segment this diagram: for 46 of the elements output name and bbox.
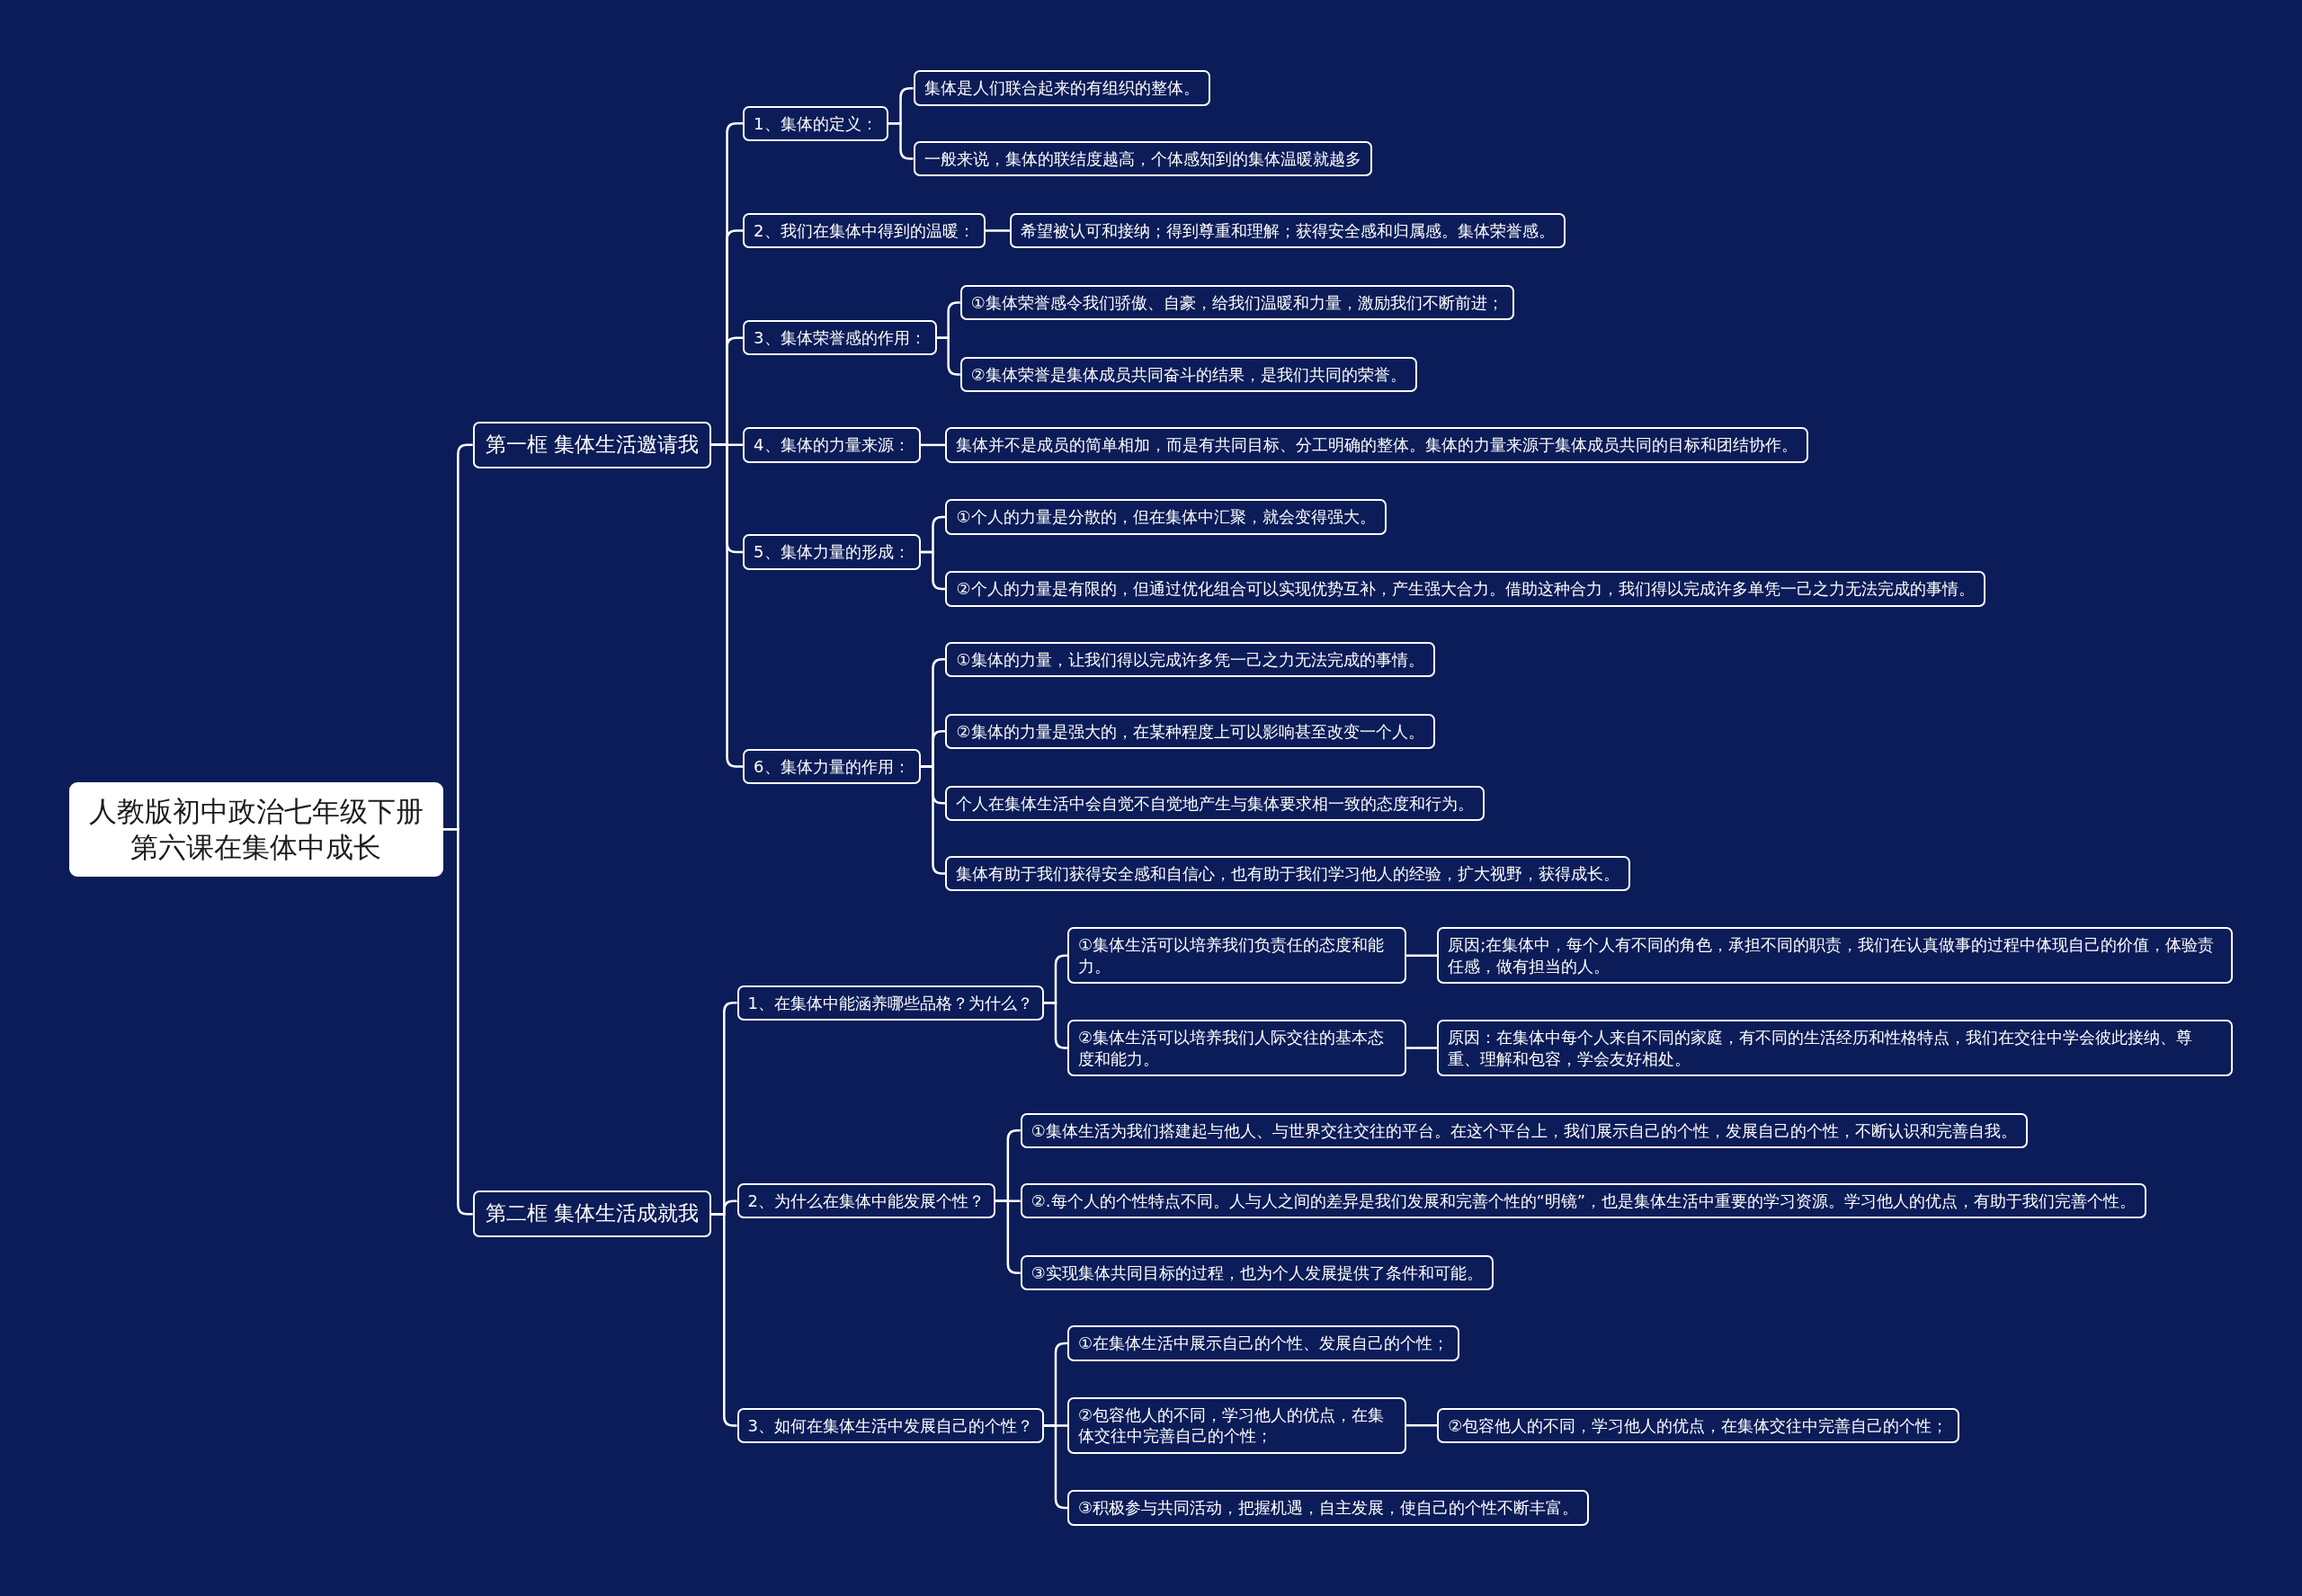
central-topic-box: 人教版初中政治七年级下册第六课在集体中成长 [68,781,444,877]
content-box: 原因;在集体中，每个人有不同的角色，承担不同的职责，我们在认真做事的过程中体现自己的价值，体验责任感，做有担当的人。 [1437,927,2234,985]
connector-line [443,828,473,1216]
connector-line [920,550,946,591]
content-box: ②.每个人的个性特点不同。人与人之间的差异是我们发展和完善个性的“明镜”，也是集体生活中重要的学习资源。学习他人的优点，有助于我们完善个性。 [1020,1183,2147,1219]
connector-line [1406,1047,1438,1049]
content-box: 个人在集体生活中会自觉不自觉地产生与集体要求相一致的态度和行为。 [945,785,1486,821]
content-box: ①集体生活为我们搭建起与他人、与世界交往交往的平台。在这个平台上，我们展示自己的个性，发展自己的个性，不断认识和完善自我。 [1020,1112,2028,1149]
content-box: 希望被认可和接纳；得到尊重和理解；获得安全感和归属感。集体荣誉感。 [1010,212,1566,249]
content-box: ①个人的力量是分散的，但在集体中汇聚，就会变得强大。 [945,499,1387,535]
connector-line [1406,954,1438,957]
content-box: ③积极参与共同活动，把握机遇，自主发展，使自己的个性不断丰富。 [1066,1490,1590,1526]
content-box: ②集体的力量是强大的，在某种程度上可以影响甚至改变一个人。 [945,713,1435,749]
question-box: 5、集体力量的形成： [743,534,921,570]
connector-line [1044,1002,1067,1049]
connector-line [1406,1423,1438,1427]
content-box: ①集体的力量，让我们得以完成许多凭一己之力无法完成的事情。 [945,641,1435,677]
section-box: 第一框 集体生活邀请我 [472,421,711,468]
content-box: ②集体荣誉是集体成员共同奋斗的结果，是我们共同的荣誉。 [959,356,1417,393]
content-box: 一般来说，集体的联结度越高，个体感知到的集体温暖就越多 [913,140,1372,177]
content-box: ①集体荣誉感令我们骄傲、自豪，给我们温暖和力量，激励我们不断前进； [959,284,1514,321]
content-box: ②包容他人的不同，学习他人的优点，在集体交往中完善自己的个性； [1437,1407,1959,1444]
content-box: 集体有助于我们获得安全感和自信心，也有助于我们学习他人的经验，扩大视野，获得成长。 [945,855,1631,892]
content-box: ③实现集体共同目标的过程，也为个人发展提供了条件和可能。 [1020,1255,1494,1291]
section-box: 第二框 集体生活成就我 [472,1190,711,1238]
content-box: ①在集体生活中展示自己的个性、发展自己的个性； [1066,1325,1460,1361]
content-box: 集体是人们联合起来的有组织的整体。 [913,70,1210,106]
question-box: 1、在集体中能涵养哪些品格？为什么？ [736,985,1045,1021]
question-box: 6、集体力量的作用： [743,748,921,785]
connector-line [920,443,946,447]
content-box: 集体并不是成员的简单相加，而是有共同目标、分工明确的整体。集体的力量来源于集体成员共同的目标和团结协作。 [945,427,1809,463]
question-box: 4、集体的力量来源： [743,427,921,463]
question-box: 2、我们在集体中得到的温暖： [743,212,986,249]
question-box: 1、集体的定义： [743,105,888,142]
connector-line [711,443,744,768]
content-box: ②个人的力量是有限的，但通过优化组合可以实现优势互补，产生强大合力。借助这种合力，我们得以完成许多单凭一己之力无法完成的事情。 [945,571,1985,607]
connector-line [936,336,960,376]
question-box: 3、如何在集体生活中发展自己的个性？ [736,1407,1045,1444]
connector-line [888,122,914,160]
content-box: ②集体生活可以培养我们人际交往的基本态度和能力。 [1066,1020,1407,1076]
connector-line [985,229,1011,232]
question-box: 2、为什么在集体中能发展个性？ [736,1183,996,1219]
question-box: 3、集体荣誉感的作用： [743,320,937,356]
content-box: ①集体生活可以培养我们负责任的态度和能力。 [1066,927,1407,985]
content-box: 原因：在集体中每个人来自不同的家庭，有不同的生活经历和性格特点，我们在交往中学会彼此接纳、尊重、理解和包容，学会友好相处。 [1437,1020,2234,1076]
content-box: ②包容他人的不同，学习他人的优点，在集体交往中完善自己的个性； [1066,1396,1407,1454]
